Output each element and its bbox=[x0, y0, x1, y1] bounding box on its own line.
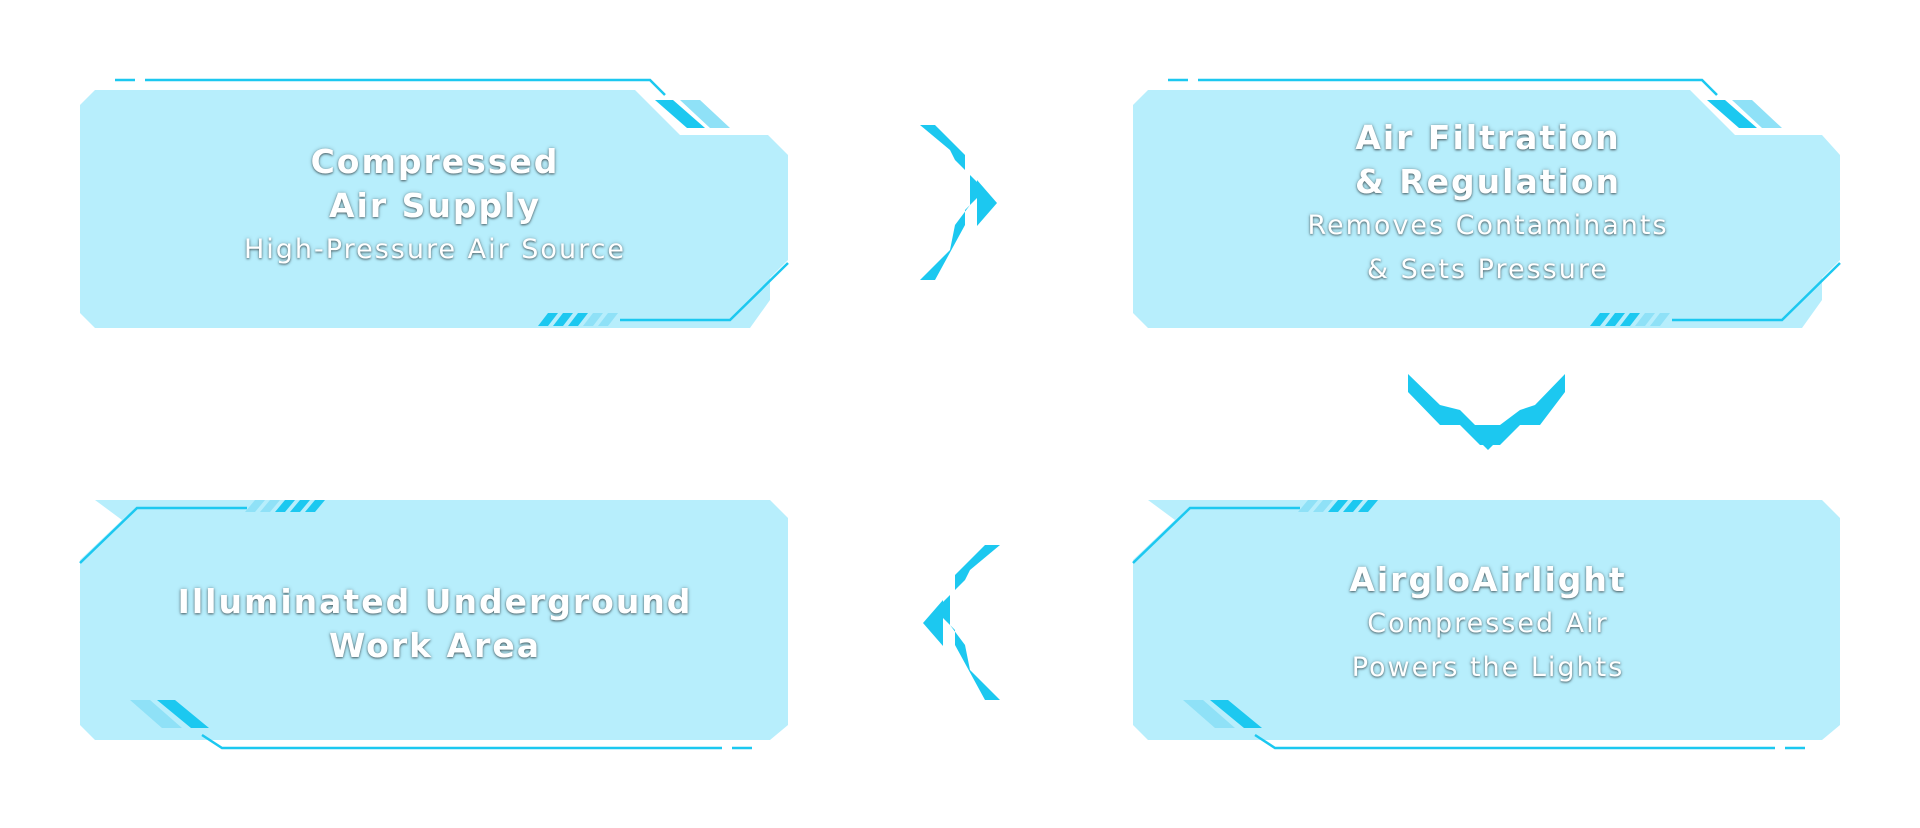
card-air-filtration bbox=[1133, 78, 1841, 328]
card-text-compressed-air-supply: Compressed Air Supply High-Pressure Air … bbox=[90, 140, 780, 272]
card-title: Air Filtration & Regulation bbox=[1354, 118, 1621, 201]
card-illuminated-work-area bbox=[79, 500, 788, 750]
card-text-airgloairlight: AirgloAirlight Compressed Air Powers the… bbox=[1143, 558, 1833, 690]
arrow-down bbox=[1408, 374, 1565, 450]
arrow-right bbox=[920, 125, 997, 280]
card-title: AirgloAirlight bbox=[1349, 560, 1627, 599]
card-subtitle: High-Pressure Air Source bbox=[243, 234, 627, 265]
arrow-left bbox=[923, 545, 1000, 700]
card-text-illuminated-work-area: Illuminated Underground Work Area bbox=[90, 580, 780, 668]
card-title: Illuminated Underground Work Area bbox=[177, 582, 693, 665]
card-text-air-filtration: Air Filtration & Regulation Removes Cont… bbox=[1143, 116, 1833, 292]
card-airgloairlight bbox=[1132, 500, 1840, 750]
card-subtitle: Compressed Air Powers the Lights bbox=[1351, 608, 1625, 683]
card-compressed-air-supply bbox=[80, 78, 789, 328]
card-subtitle: Removes Contaminants & Sets Pressure bbox=[1307, 210, 1669, 285]
card-title: Compressed Air Supply bbox=[310, 142, 560, 225]
